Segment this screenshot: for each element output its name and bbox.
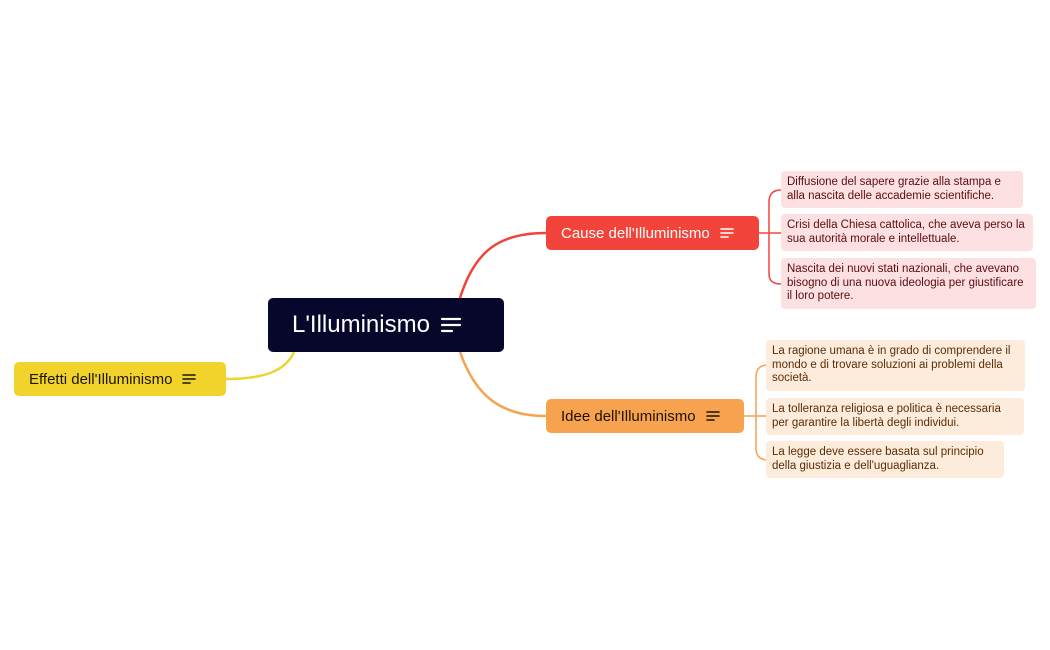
connector-cause-bracket bbox=[759, 189, 782, 285]
subtopic-cause-1[interactable]: Diffusione del sapere grazie alla stampa… bbox=[781, 171, 1023, 208]
subtopic-idee-3[interactable]: La legge deve essere basata sul principi… bbox=[766, 441, 1004, 478]
topic-effetti-label: Effetti dell'Illuminismo bbox=[29, 370, 173, 388]
notes-lines-icon[interactable] bbox=[719, 227, 734, 239]
notes-lines-icon[interactable] bbox=[705, 410, 720, 422]
subtopic-cause-3[interactable]: Nascita dei nuovi stati nazionali, che a… bbox=[781, 258, 1036, 309]
subtopic-idee-2[interactable]: La tolleranza religiosa e politica è nec… bbox=[766, 398, 1024, 435]
connector-root-effetti bbox=[225, 351, 296, 381]
central-topic[interactable]: L'Illuminismo bbox=[268, 298, 504, 352]
subtopic-idee-1[interactable]: La ragione umana è in grado di comprende… bbox=[766, 340, 1025, 391]
topic-idee-label: Idee dell'Illuminismo bbox=[561, 407, 696, 425]
connector-idee-bracket bbox=[744, 364, 769, 461]
notes-lines-icon[interactable] bbox=[440, 316, 462, 334]
topic-idee-illuminismo[interactable]: Idee dell'Illuminismo bbox=[546, 399, 744, 433]
central-topic-label: L'Illuminismo bbox=[292, 311, 430, 338]
notes-lines-icon[interactable] bbox=[182, 373, 197, 385]
subtopic-cause-2[interactable]: Crisi della Chiesa cattolica, che aveva … bbox=[781, 214, 1033, 251]
topic-cause-label: Cause dell'Illuminismo bbox=[561, 224, 710, 242]
topic-cause-illuminismo[interactable]: Cause dell'Illuminismo bbox=[546, 216, 759, 250]
topic-effetti-illuminismo[interactable]: Effetti dell'Illuminismo bbox=[14, 362, 226, 396]
connector-root-cause bbox=[458, 231, 547, 299]
connector-root-idee bbox=[458, 351, 547, 418]
